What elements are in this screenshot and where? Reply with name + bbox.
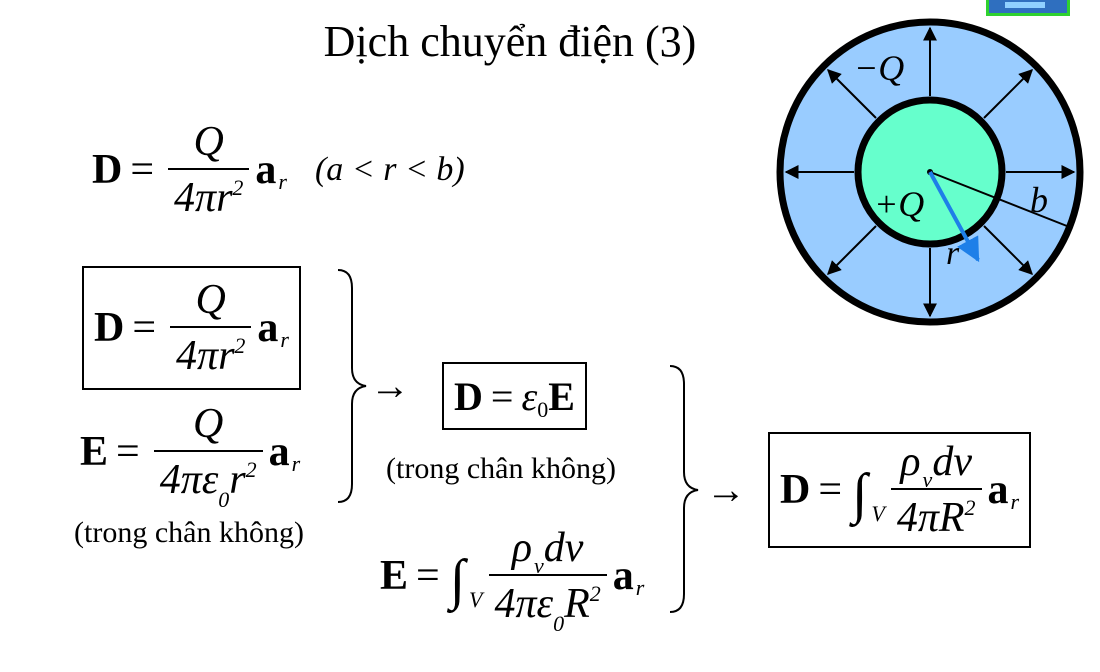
eq5-lhs: E: [380, 553, 409, 599]
eq6-integral-sub: V: [871, 501, 885, 526]
eq5-num-b: dv: [543, 525, 584, 571]
eq4-epsilon-sub: 0: [537, 397, 549, 422]
eq3-lhs: E: [80, 429, 109, 475]
arrow-to-final: →: [706, 467, 746, 512]
eq5-num-sub: v: [534, 553, 544, 578]
eq6-lhs: D: [780, 467, 811, 513]
eq3-den-sub: 0: [218, 487, 230, 512]
label-b: b: [1030, 180, 1048, 220]
eq3-equals: =: [116, 429, 140, 475]
eq3-numerator: Q: [193, 401, 224, 447]
eq3-fraction: Q 4πε0r2: [153, 400, 263, 512]
radius-r-arrow: [928, 171, 980, 263]
eq6-vector: a: [987, 467, 1009, 513]
eq5-den-sub: 0: [553, 611, 565, 636]
eq1-lhs: D: [92, 147, 123, 193]
eq6-equals: =: [818, 467, 843, 513]
eq5-numerator: ρvdv: [506, 524, 590, 578]
eq3-den-a: 4πε: [159, 457, 219, 503]
radius-b-line: [929, 171, 1073, 229]
eq5-integral-sign: ∫: [449, 549, 466, 611]
eq4-lhs: D: [454, 373, 483, 419]
eq6-num-b: dv: [932, 439, 972, 485]
label-r: r: [946, 235, 960, 272]
spherical-shell-diagram: −Q +Q b r: [776, 18, 1084, 326]
eq4-rhs: E: [548, 373, 575, 419]
eq5-equals: =: [416, 553, 440, 599]
eq3-den-b: r: [229, 457, 246, 503]
eq5-num-a: ρ: [511, 525, 532, 571]
eq6-den-a: 4πR: [896, 495, 965, 541]
eq5-vector: a: [612, 553, 634, 599]
eq4-epsilon: ε: [521, 373, 538, 419]
eq2-lhs: D: [94, 305, 125, 351]
eq3-denominator: 4πε0r2: [153, 450, 263, 512]
eq5-fraction: ρvdv 4πε0R2: [488, 524, 607, 636]
eq1-fraction: Q 4πr2: [168, 118, 250, 222]
eq5-denominator: 4πε0R2: [488, 574, 607, 636]
eq1-equals: =: [130, 147, 155, 193]
eq4-equals: =: [490, 373, 514, 419]
eq5-den-exp: 2: [589, 581, 601, 606]
arrow-to-constitutive: →: [370, 363, 410, 408]
eq2-vector: a: [257, 305, 279, 351]
brace-left: [337, 269, 367, 503]
eq2-den-main: 4πr: [176, 333, 235, 379]
note-vacuum-mid: (trong chân không): [386, 452, 616, 485]
label-outer-charge: −Q: [854, 48, 904, 88]
eq1-vector-sub: r: [278, 169, 287, 194]
eq6-integral-sign: ∫: [852, 463, 868, 525]
eq2-equals: =: [132, 305, 157, 351]
eq6-numerator: ρvdv: [894, 438, 978, 492]
field-lines: [784, 26, 1076, 318]
eq6-den-exp: 2: [964, 495, 976, 520]
eq3-den-exp: 2: [245, 457, 257, 482]
eq3-vector: a: [268, 429, 290, 475]
eq2-denominator: 4πr2: [170, 326, 252, 380]
eq2-vector-sub: r: [280, 327, 289, 352]
eq1-vector: a: [255, 147, 277, 193]
eq6-num-sub: v: [922, 467, 933, 492]
nav-button[interactable]: [986, 0, 1070, 16]
label-inner-charge: +Q: [874, 184, 924, 224]
eq2-numerator: Q: [195, 277, 226, 323]
slide-title: Dịch chuyển điện (3): [323, 17, 697, 66]
eq5-den-a: 4πε: [494, 581, 554, 627]
eq6-vector-sub: r: [1010, 489, 1020, 514]
eq5-integral-sub: V: [469, 587, 483, 612]
eq6-denominator: 4πR2: [890, 488, 982, 542]
eq5-vector-sub: r: [635, 575, 645, 600]
eq1-numerator: Q: [193, 119, 224, 165]
eq6-fraction: ρvdv 4πR2: [890, 438, 982, 542]
eq3-vector-sub: r: [291, 451, 301, 476]
eq6-num-a: ρ: [900, 439, 921, 485]
eq2-fraction: Q 4πr2: [170, 276, 252, 380]
brace-right: [669, 365, 699, 613]
note-vacuum-left: (trong chân không): [74, 516, 304, 549]
eq2-den-exp: 2: [234, 333, 246, 358]
eq5-den-b: R: [564, 581, 590, 627]
eq1-den-exp: 2: [232, 175, 244, 200]
eq1-den-main: 4πr: [174, 175, 233, 221]
eq1-denominator: 4πr2: [168, 168, 250, 222]
eq1-condition: (a < r < b): [314, 151, 465, 188]
